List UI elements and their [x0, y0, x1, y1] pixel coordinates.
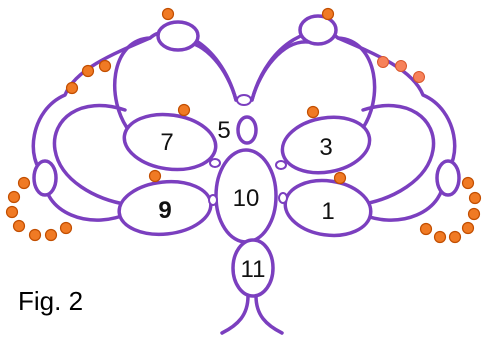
bead — [448, 230, 462, 244]
left-outer-wing-2 — [52, 103, 132, 207]
bead — [59, 221, 73, 235]
bead — [467, 207, 481, 221]
picot-join-right-upper — [275, 160, 287, 170]
ring-label-1: 1 — [321, 198, 334, 225]
bead — [321, 7, 335, 21]
bead — [333, 171, 347, 185]
ring-side-left — [32, 159, 58, 197]
ring-label-5: 5 — [217, 117, 230, 144]
picot-join-left-upper — [209, 158, 221, 168]
bead — [461, 176, 475, 190]
picot-join-left-lower — [208, 194, 218, 206]
bead — [377, 56, 389, 68]
ring-top-connector — [236, 94, 252, 106]
right-outer-wing-2 — [356, 103, 436, 207]
bead — [65, 81, 79, 95]
bead — [17, 176, 31, 190]
ring-label-7: 7 — [160, 129, 173, 156]
bead — [28, 228, 42, 242]
bead — [306, 105, 320, 119]
left-outer-wing — [31, 36, 152, 222]
bead — [161, 7, 175, 21]
bead — [12, 219, 26, 233]
bead — [461, 221, 475, 235]
ring-label-3: 3 — [319, 134, 332, 161]
bead — [419, 222, 433, 236]
bead — [395, 60, 407, 72]
bead — [98, 59, 112, 73]
bead — [44, 228, 58, 242]
bead — [468, 191, 482, 205]
ring-top-left — [156, 20, 200, 52]
right-upper-chain-inner — [250, 40, 310, 102]
bead — [177, 103, 191, 117]
ring-side-right — [435, 159, 461, 197]
ring-top-right — [298, 14, 338, 46]
left-upper-chain-inner — [178, 40, 238, 102]
ring-label-10: 10 — [233, 185, 260, 212]
tail-left — [220, 294, 250, 335]
bead — [81, 64, 95, 78]
ring-label-9: 9 — [158, 197, 171, 224]
ring-7 — [122, 112, 218, 172]
bead-group — [5, 7, 482, 244]
bead — [413, 71, 425, 83]
ring-3 — [280, 115, 372, 175]
bead — [148, 169, 162, 183]
bead — [5, 205, 19, 219]
right-outer-wing — [336, 36, 457, 222]
bead — [433, 230, 447, 244]
tail-right — [254, 294, 284, 335]
picot-join-right-lower — [278, 192, 288, 204]
ring-11 — [231, 238, 275, 298]
ring-label-11: 11 — [241, 256, 266, 283]
bead — [7, 190, 21, 204]
ring-5 — [236, 115, 258, 145]
figure-caption: Fig. 2 — [18, 286, 84, 316]
